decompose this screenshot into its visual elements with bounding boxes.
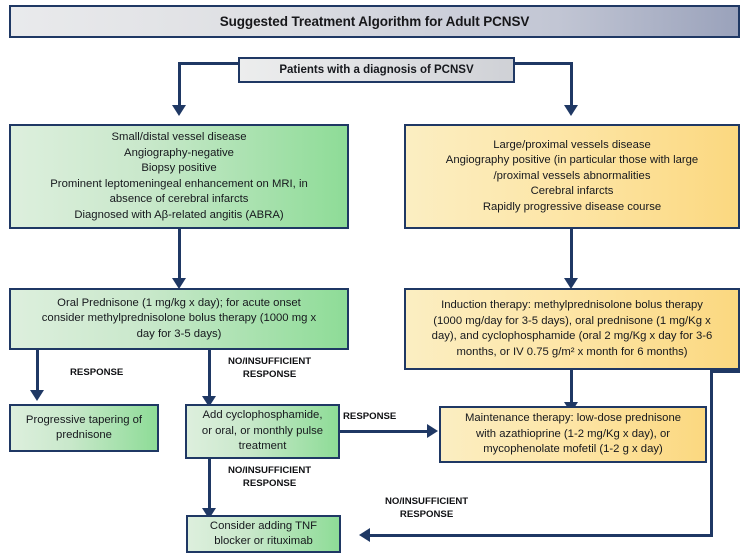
text-line: Prominent leptomeningeal enhancement on … (50, 177, 308, 190)
induction-right-bus-hline (713, 370, 740, 373)
text-line: day), and cyclophosphamide (oral 2 mg/Kg… (431, 330, 713, 342)
add-cyclophosphamide-box: Add cyclophosphamide, or oral, or monthly… (185, 404, 340, 459)
text-line: consider methylprednisolone bolus therap… (41, 312, 317, 325)
text-line: Angiography-negative (124, 146, 234, 159)
text-line: Angiography positive (in particular thos… (445, 154, 699, 167)
text-line: treatment (238, 440, 287, 453)
patients-diagnosis-text: Patients with a diagnosis of PCNSV (240, 64, 513, 76)
right-criteria-to-induction-vline (570, 229, 573, 281)
right-criteria-to-induction-arrow (564, 278, 578, 289)
text-line: day for 3-5 days) (136, 327, 222, 340)
cyclo-to-maintenance-hline (340, 430, 428, 433)
progressive-tapering-text: Progressive tapering of prednisone (11, 413, 157, 444)
text-line: Biopsy positive (141, 162, 217, 174)
patients-diagnosis-box: Patients with a diagnosis of PCNSV (238, 57, 515, 83)
prednisone-to-cyclo-arrow (202, 396, 216, 407)
text-line: Patients with a diagnosis of PCNSV (279, 64, 474, 76)
induction-to-maintenance-vline (570, 370, 573, 406)
text-line: prednisone (56, 429, 112, 441)
text-line: Rapidly progressive disease course (482, 200, 662, 213)
oral-prednisone-box: Oral Prednisone (1 mg/kg x day); for acu… (9, 288, 349, 350)
text-line: Add cyclophosphamide, (202, 409, 323, 422)
edge-label-no-response-tnf-left: NO/INSUFFICIENT RESPONSE (228, 465, 312, 489)
diagram-title-banner: Suggested Treatment Algorithm for Adult … (9, 5, 740, 38)
tnf-blocker-rituximab-text: Consider adding TNF blocker or rituximab (188, 519, 339, 550)
tnf-blocker-rituximab-box: Consider adding TNF blocker or rituximab (186, 515, 341, 553)
start-split-right-vline (570, 62, 573, 107)
left-criteria-to-treatment-arrow (172, 278, 186, 289)
start-split-left-vline (178, 62, 181, 107)
text-line: Maintenance therapy: low-dose prednisone (464, 412, 682, 425)
text-line: Diagnosed with Aβ-related angitis (ABRA) (74, 208, 284, 221)
edge-label-no-response-cyclo: NO/INSUFFICIENT RESPONSE (228, 356, 312, 380)
text-line: Induction therapy: methylprednisolone bo… (441, 299, 703, 311)
start-to-left-criteria-arrow (172, 105, 186, 116)
text-line: Cerebral infarcts (530, 185, 614, 198)
text-line: Large/proximal vessels disease (493, 138, 651, 151)
progressive-tapering-box: Progressive tapering of prednisone (9, 404, 159, 452)
cyclo-to-tnf-vline (208, 459, 211, 512)
induction-right-bus-vline (710, 370, 713, 537)
text-line: Oral Prednisone (1 mg/kg x day); for acu… (57, 296, 301, 309)
text-line: /proximal vessels abnormalities (493, 169, 651, 182)
start-to-right-criteria-arrow (564, 105, 578, 116)
text-line: blocker or rituximab (214, 535, 313, 547)
cyclo-to-tnf-arrow (202, 508, 216, 519)
page-title: Suggested Treatment Algorithm for Adult … (219, 14, 530, 29)
text-line: mycophenolate mofetil (1-2 g x day) (483, 443, 663, 456)
text-line: absence of cerebral infarcts (109, 193, 249, 205)
cyclo-to-maintenance-arrow (427, 424, 438, 438)
induction-bottom-bus-hline (370, 534, 713, 537)
oral-prednisone-text: Oral Prednisone (1 mg/kg x day); for acu… (11, 296, 347, 343)
add-cyclophosphamide-text: Add cyclophosphamide, or oral, or monthly… (187, 408, 338, 455)
induction-therapy-box: Induction therapy: methylprednisolone bo… (404, 288, 740, 370)
edge-label-response-maintenance: RESPONSE (343, 411, 397, 422)
start-split-left-hline (178, 62, 240, 65)
text-line: or oral, or monthly pulse (201, 424, 324, 437)
text-line: (1000 mg/day for 3-5 days), oral prednis… (433, 314, 711, 327)
maintenance-therapy-text: Maintenance therapy: low-dose prednisone… (441, 411, 705, 458)
left-criteria-to-treatment-vline (178, 229, 181, 281)
edge-label-response-tapering: RESPONSE (70, 367, 124, 378)
text-line: with azathioprine (1-2 mg/Kg x day), or (475, 427, 671, 440)
text-line: Consider adding TNF (209, 519, 318, 532)
text-line: Small/distal vessel disease (111, 131, 247, 143)
text-line: months, or IV 0.75 g/m² x month for 6 mo… (456, 345, 688, 358)
induction-therapy-text: Induction therapy: methylprednisolone bo… (406, 298, 738, 360)
start-split-right-hline (513, 62, 573, 65)
text-line: Progressive tapering of (25, 413, 143, 426)
prednisone-to-cyclo-vline (208, 350, 211, 400)
edge-label-no-response-tnf-right: NO/INSUFFICIENT RESPONSE (385, 496, 469, 520)
induction-to-tnf-arrow (359, 528, 370, 542)
prednisone-to-tapering-arrow (30, 390, 44, 401)
maintenance-therapy-box: Maintenance therapy: low-dose prednisone… (439, 406, 707, 463)
prednisone-to-tapering-vline (36, 350, 39, 394)
